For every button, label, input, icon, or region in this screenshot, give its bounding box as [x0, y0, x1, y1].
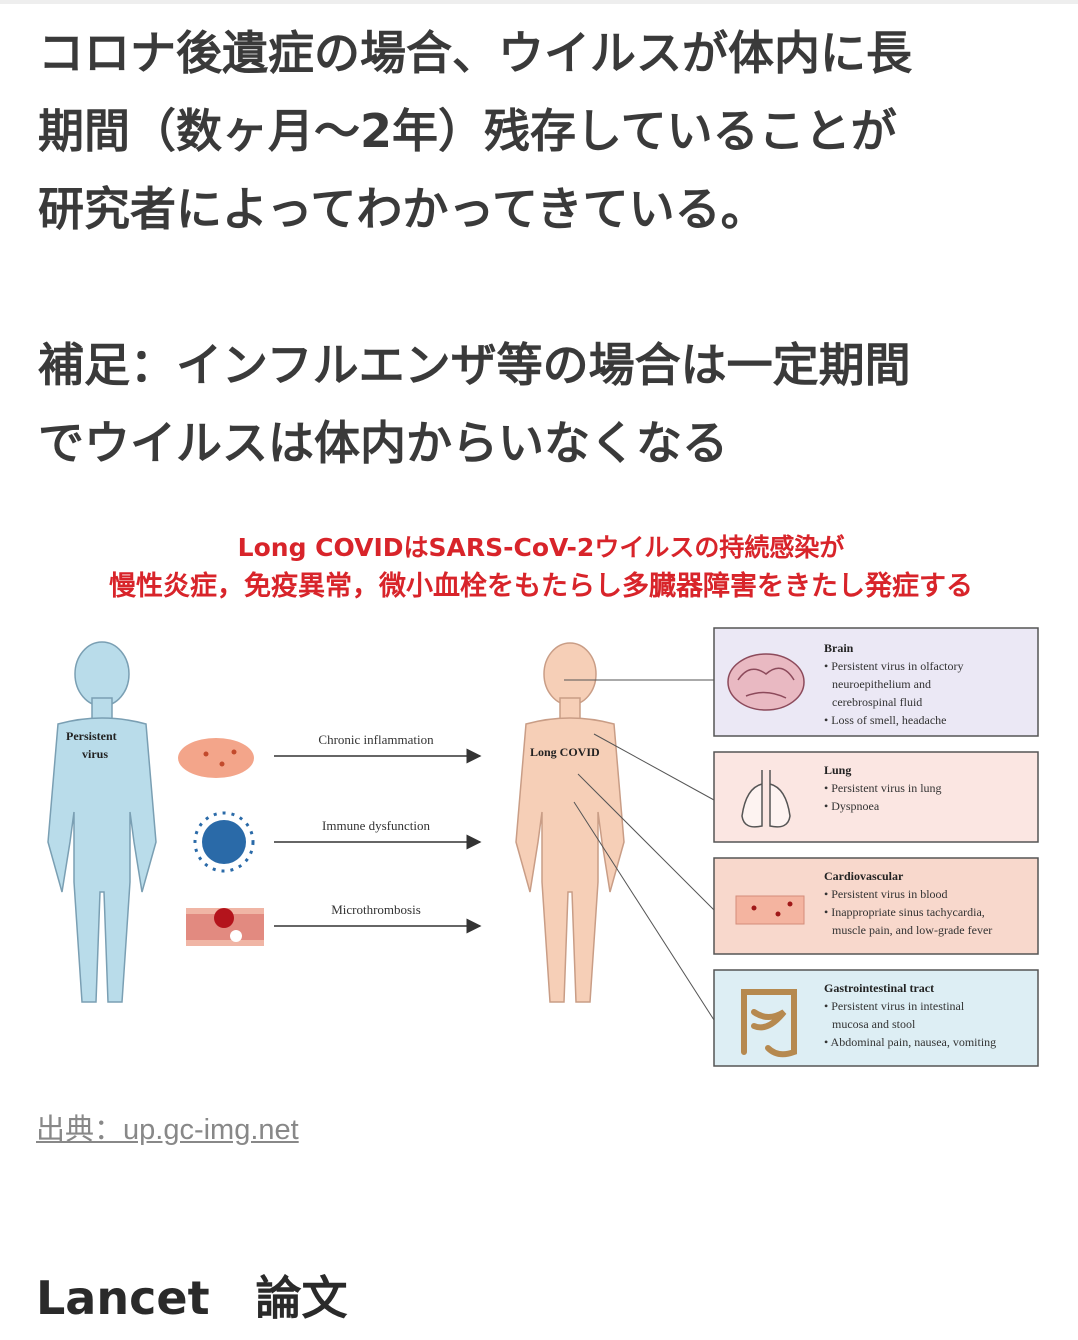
organ-title: Gastrointestinal tract	[824, 981, 934, 995]
section-heading: Lancet 論文	[36, 1271, 348, 1325]
top-divider	[0, 0, 1078, 4]
organ-line: • Loss of smell, headache	[824, 713, 947, 727]
paragraph-line: でウイルスは体内からいなくなる	[38, 416, 728, 470]
figure-title-line2: 慢性炎症，免疫異常，微小血栓をもたらし多臓器障害をきたし発症する	[109, 571, 973, 602]
mechanism-label: Chronic inflammation	[318, 732, 434, 747]
organ-line: • Persistent virus in blood	[824, 887, 948, 901]
blood-vessel-icon	[735, 895, 805, 925]
right-body-figure	[515, 642, 625, 1003]
organ-line: • Dyspnoea	[824, 799, 880, 813]
microthrombosis-icon	[186, 908, 264, 946]
mechanism-label: Immune dysfunction	[322, 818, 430, 833]
paragraph-line: 研究者によってわかってきている。	[38, 182, 767, 236]
organ-title: Brain	[824, 641, 854, 655]
figure-title-line1: Long COVIDはSARS-CoV-2ウイルスの持続感染が	[237, 533, 845, 562]
left-body-figure	[47, 641, 157, 1003]
paragraph-line: 期間（数ヶ月〜2年）残存していることが	[38, 104, 897, 158]
persistent-label-1: Persistent	[66, 729, 117, 743]
supplement-paragraph: 補足：インフルエンザ等の場合は一定期間 でウイルスは体内からいなくなる	[38, 326, 1048, 482]
main-paragraph: コロナ後遺症の場合、ウイルスが体内に長 期間（数ヶ月〜2年）残存していることが …	[38, 14, 1048, 248]
organ-line: muscle pain, and low-grade fever	[832, 923, 992, 937]
mechanism-label: Microthrombosis	[331, 902, 421, 917]
organ-line: • Abdominal pain, nausea, vomiting	[824, 1035, 996, 1049]
organ-line: • Inappropriate sinus tachycardia,	[824, 905, 985, 919]
organ-line: • Persistent virus in lung	[824, 781, 942, 795]
paragraph-line: 補足：インフルエンザ等の場合は一定期間	[38, 338, 911, 392]
lungs-icon	[741, 770, 791, 828]
virus-icon	[193, 811, 255, 873]
figure-diagram: Persistent virus Chronic inflammation Im…	[47, 627, 1039, 1067]
organ-line: neuroepithelium and	[832, 677, 931, 691]
organ-line: cerebrospinal fluid	[832, 695, 922, 709]
paragraph-line: コロナ後遺症の場合、ウイルスが体内に長	[38, 26, 912, 80]
organ-line: mucosa and stool	[832, 1017, 916, 1031]
organ-panel-gastrointestinal: Gastrointestinal tract • Persistent viru…	[713, 969, 1039, 1067]
long-covid-figure[interactable]: Long COVIDはSARS-CoV-2ウイルスの持続感染が 慢性炎症，免疫異…	[38, 512, 1044, 1072]
long-covid-label: Long COVID	[530, 745, 600, 759]
inflammation-icon	[178, 738, 254, 778]
organ-title: Cardiovascular	[824, 869, 904, 883]
source-link[interactable]: 出典：up.gc-img.net	[36, 1114, 299, 1146]
organ-line: • Persistent virus in intestinal	[824, 999, 965, 1013]
organ-panel-cardiovascular: Cardiovascular • Persistent virus in blo…	[713, 857, 1039, 955]
intestine-icon	[741, 989, 797, 1058]
brain-icon	[727, 653, 805, 711]
persistent-label-2: virus	[82, 747, 108, 761]
organ-panel-lung: Lung • Persistent virus in lung • Dyspno…	[713, 751, 1039, 843]
organ-title: Lung	[824, 763, 851, 777]
organ-panel-brain: Brain • Persistent virus in olfactory ne…	[713, 627, 1039, 737]
organ-line: • Persistent virus in olfactory	[824, 659, 964, 673]
